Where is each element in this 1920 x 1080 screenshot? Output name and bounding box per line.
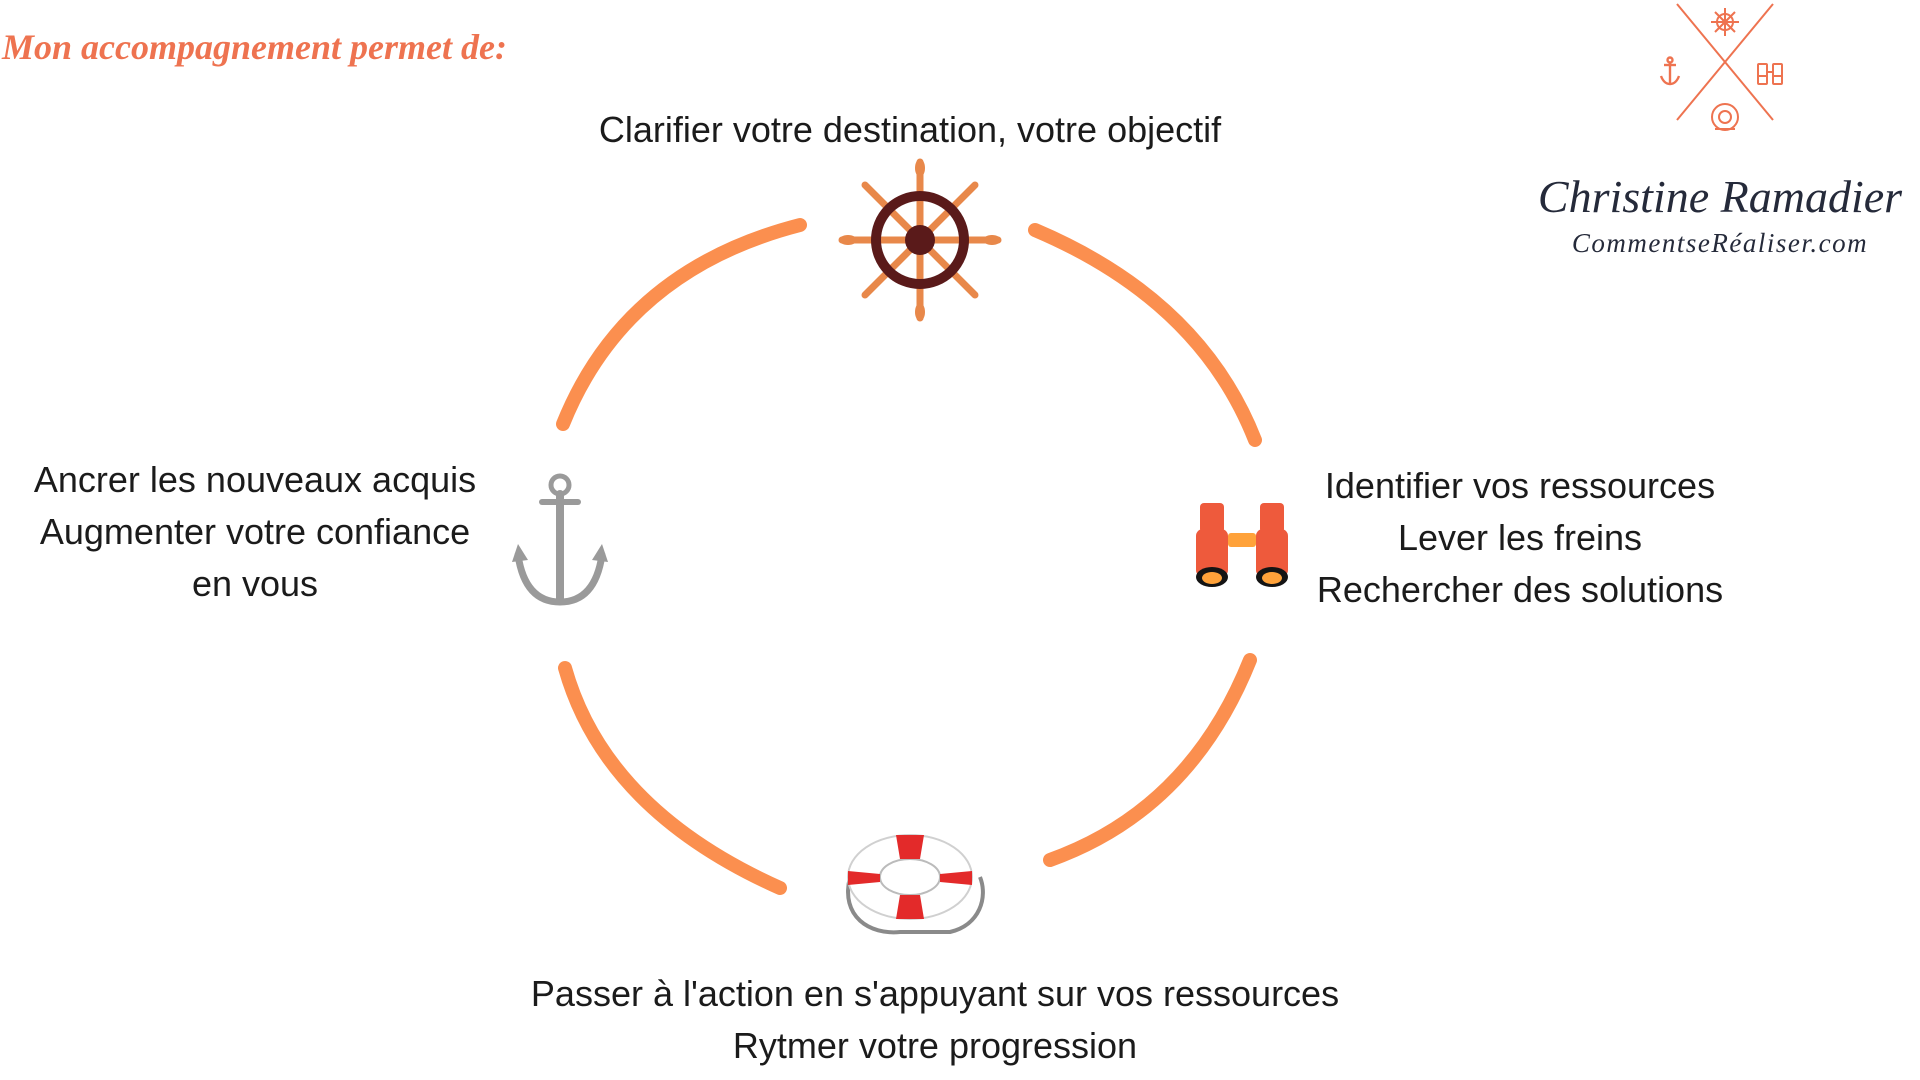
step-clarify-line: Clarifier votre destination, votre objec… (598, 109, 1222, 150)
step-identify: Identifier vos ressources Lever les frei… (1220, 460, 1820, 616)
anchor-icon (512, 473, 608, 606)
arrow-left-to-top (556, 218, 807, 431)
step-anchor-line: Ancrer les nouveaux acquis (33, 459, 477, 500)
arrow-right-to-bottom (1043, 653, 1257, 867)
binoculars-icon (1196, 503, 1288, 587)
step-action: Passer à l'action en s'appuyant sur vos … (435, 968, 1435, 1072)
step-action-line: Passer à l'action en s'appuyant sur vos … (530, 973, 1340, 1014)
step-action-line: Rytmer votre progression (732, 1025, 1138, 1066)
logo-ship-wheel-icon (1711, 8, 1739, 36)
step-identify-line: Identifier vos ressources (1324, 465, 1716, 506)
step-anchor-line: en vous (191, 563, 319, 604)
step-anchor: Ancrer les nouveaux acquis Augmenter vot… (0, 454, 510, 610)
lifebuoy-icon (846, 834, 985, 935)
step-identify-line: Rechercher des solutions (1316, 569, 1724, 610)
brand-logo (1659, 3, 1783, 131)
ship-wheel-icon (838, 158, 1002, 322)
arrow-top-to-right (1028, 223, 1262, 447)
step-clarify: Clarifier votre destination, votre objec… (510, 104, 1310, 156)
logo-anchor-icon (1659, 56, 1681, 86)
cycle-arrows (556, 218, 1262, 895)
logo-binoculars-icon (1757, 63, 1783, 85)
arrow-bottom-to-left (558, 661, 787, 895)
step-identify-line: Lever les freins (1397, 517, 1643, 558)
page-heading: Mon accompagnement permet de: (2, 27, 507, 67)
brand-website: CommentseRéaliser.com (1571, 228, 1869, 258)
brand-name: Christine Ramadier (1537, 171, 1903, 222)
logo-diving-helmet-icon (1711, 103, 1739, 131)
step-anchor-line: Augmenter votre confiance (39, 511, 471, 552)
